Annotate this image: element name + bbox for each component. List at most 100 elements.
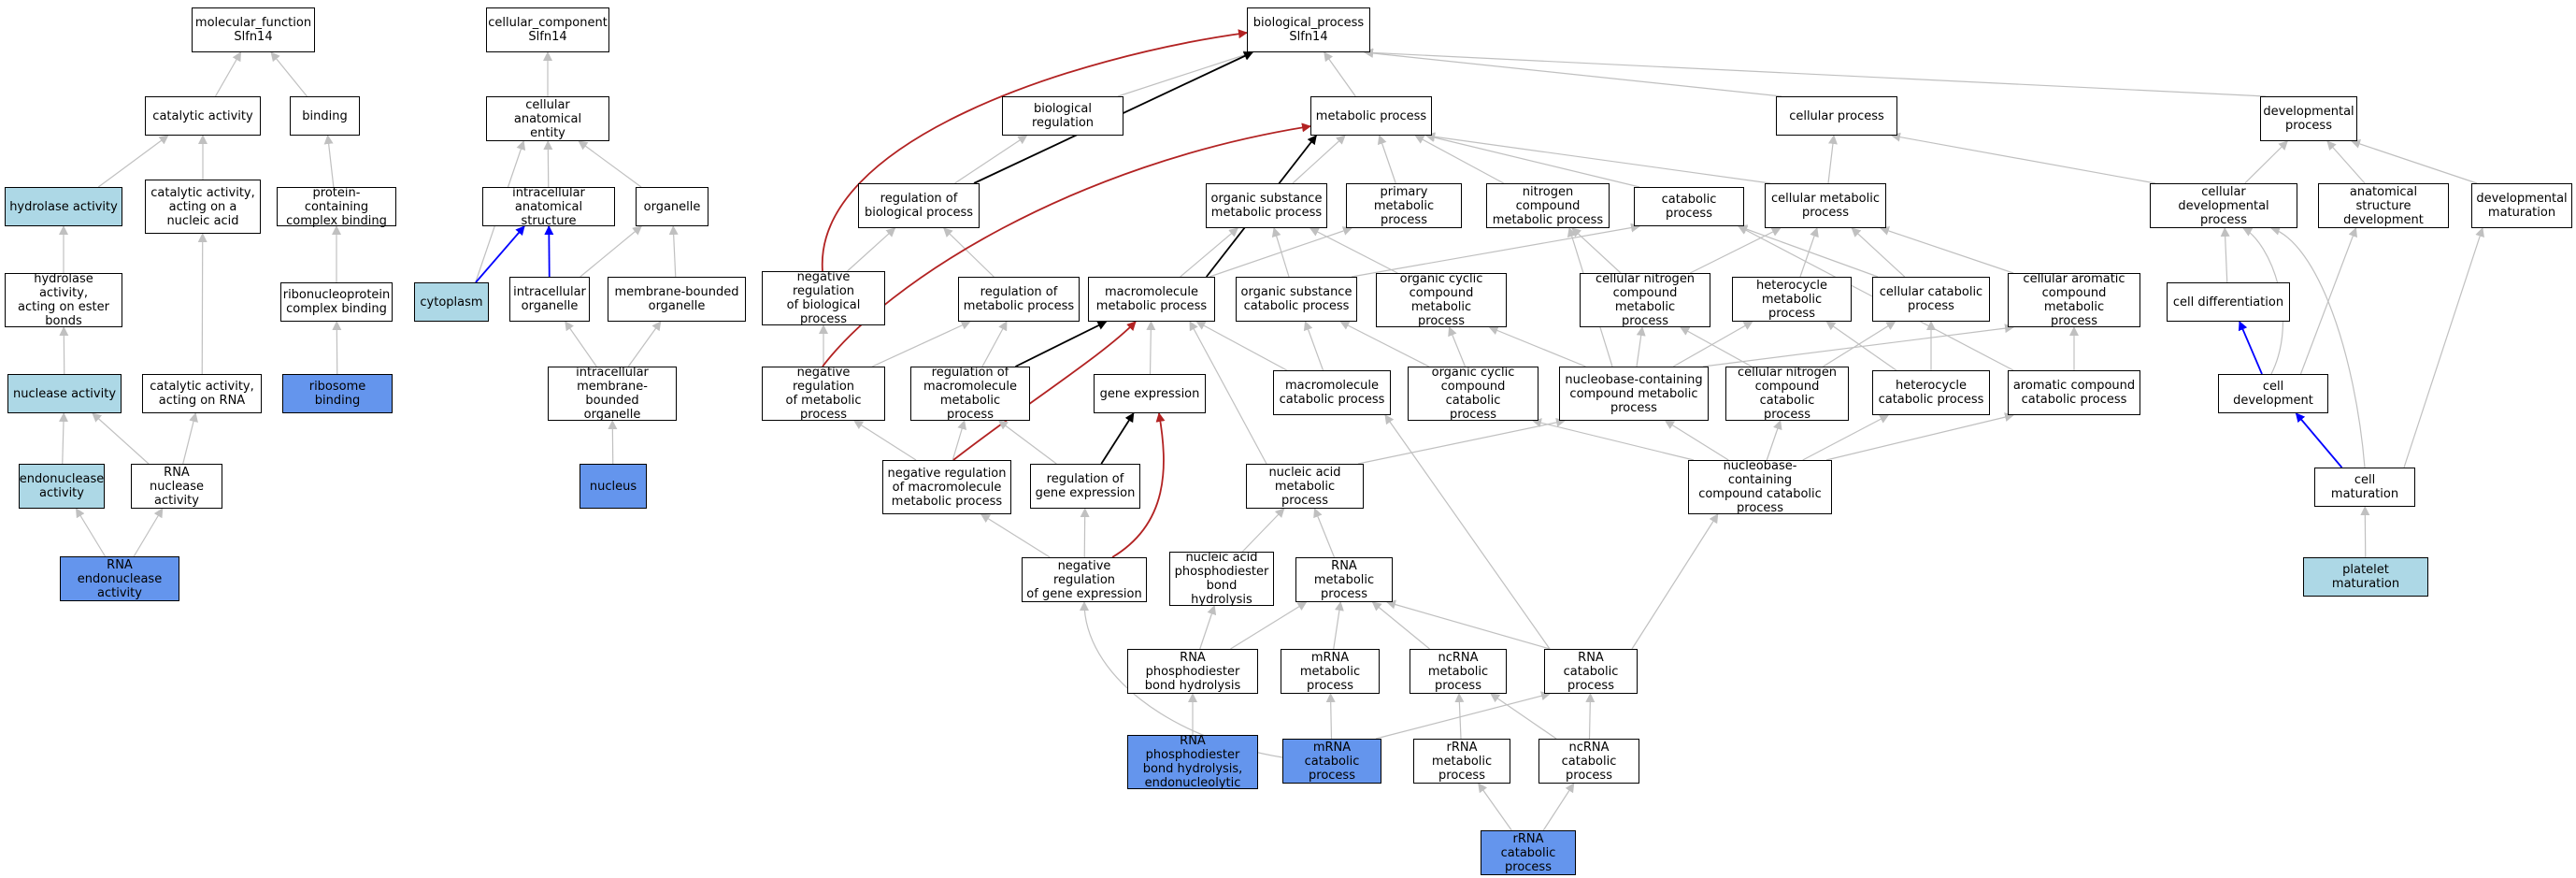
- go-term-arom-met[interactable]: cellular aromatic compound metabolic pro…: [2008, 272, 2140, 328]
- go-term-intracell-org[interactable]: intracellular organelle: [509, 277, 590, 322]
- edge-rna-phospho-to-na-phospho: [1199, 605, 1217, 650]
- go-term-na-phospho[interactable]: nucleic acid phosphodiester bond hydroly…: [1169, 551, 1274, 607]
- go-term-macro-met[interactable]: macromolecule metabolic process: [1088, 277, 1215, 322]
- go-term-cytoplasm[interactable]: cytoplasm: [414, 282, 489, 322]
- go-term-ribosome-binding[interactable]: ribosome binding: [282, 374, 393, 413]
- edge-macro-met-to-primary-met: [1209, 226, 1352, 278]
- edge-macro-cat-to-organic-cat: [1303, 321, 1324, 371]
- go-term-organelle[interactable]: organelle: [636, 187, 708, 226]
- edge-cat-rna-to-cat-nucleic: [197, 233, 208, 375]
- go-term-nucleobase-met[interactable]: nucleobase-containing compound metabolic…: [1559, 367, 1709, 421]
- edge-primary-met-to-metabolic: [1377, 135, 1396, 184]
- go-term-nucleic-met[interactable]: nucleic acid metabolic process: [1246, 464, 1364, 509]
- edge-hydrolase-to-catalytic: [97, 135, 169, 188]
- go-term-reg-gene[interactable]: regulation of gene expression: [1030, 464, 1140, 509]
- go-term-ncrna-met[interactable]: ncRNA metabolic process: [1410, 649, 1507, 694]
- edge-cell-mat-to-dev-mat: [2403, 227, 2484, 468]
- go-term-cell-cat[interactable]: cellular catabolic process: [1872, 277, 1990, 322]
- go-term-hetero-met[interactable]: heterocycle metabolic process: [1732, 277, 1852, 322]
- edge-neg-reg-met-to-metabolic: [822, 122, 1311, 367]
- edge-hetero-cat-to-hetero-met: [1825, 321, 1897, 371]
- go-term-nitrogen-met[interactable]: nitrogen compound metabolic process: [1486, 183, 1610, 228]
- go-term-cyclic-met[interactable]: organic cyclic compound metabolic proces…: [1376, 272, 1507, 328]
- go-term-hetero-cat[interactable]: heterocycle catabolic process: [1872, 370, 1990, 415]
- go-term-mf-root[interactable]: molecular_function Slfn14: [192, 7, 315, 52]
- go-term-mrna-met[interactable]: mRNA metabolic process: [1281, 649, 1380, 694]
- go-term-cat-nucleic[interactable]: catalytic activity, acting on a nucleic …: [145, 180, 261, 234]
- edge-cell-nitrogen-met-to-nitrogen-met: [1571, 227, 1622, 274]
- edge-cyclic-met-to-organic-sub: [1309, 227, 1398, 274]
- go-term-gene-expr[interactable]: gene expression: [1094, 374, 1206, 413]
- edge-neg-reg-macro-to-macro-met: [952, 321, 1137, 461]
- go-term-cell-nitrogen-met[interactable]: cellular nitrogen compound metabolic pro…: [1580, 272, 1710, 328]
- go-term-cell-anat[interactable]: cellular anatomical entity: [486, 96, 609, 141]
- edge-nitrogen-met-to-metabolic: [1414, 135, 1505, 184]
- go-term-reg-bio[interactable]: regulation of biological process: [858, 183, 980, 228]
- go-term-protein-complex[interactable]: protein-containing complex binding: [277, 186, 396, 228]
- go-term-rna-phospho-endo[interactable]: RNA phosphodiester bond hydrolysis, endo…: [1127, 734, 1258, 790]
- go-term-cell-met[interactable]: cellular metabolic process: [1765, 183, 1886, 228]
- go-term-rna-met[interactable]: RNA metabolic process: [1295, 557, 1393, 602]
- edge-cell-cat-to-cell-met: [1851, 227, 1906, 278]
- edge-cell-met-to-cellular-proc: [1827, 135, 1838, 184]
- edge-rna-cat-to-macro-cat: [1384, 414, 1551, 650]
- edge-rna-cat-to-rna-met: [1386, 599, 1551, 650]
- go-term-hydrolase-ester[interactable]: hydrolase activity, acting on ester bond…: [5, 272, 122, 328]
- go-term-bio-reg[interactable]: biological regulation: [1002, 96, 1123, 136]
- go-term-cell-nitrogen-cat[interactable]: cellular nitrogen compound catabolic pro…: [1725, 366, 1849, 422]
- go-term-macro-cat[interactable]: macromolecule catabolic process: [1273, 370, 1391, 415]
- go-term-organic-sub[interactable]: organic substance metabolic process: [1206, 183, 1327, 228]
- edge-cell-mat-to-cell-dev-proc: [2270, 226, 2366, 468]
- go-term-neg-reg-met[interactable]: negative regulation of metabolic process: [762, 366, 885, 422]
- go-term-cell-mat[interactable]: cell maturation: [2314, 468, 2415, 507]
- go-term-cell-dev[interactable]: cell development: [2218, 374, 2328, 413]
- go-term-catalytic[interactable]: catalytic activity: [145, 96, 261, 136]
- go-term-neg-reg-bio[interactable]: negative regulation of biological proces…: [762, 270, 885, 326]
- go-term-rna-phospho[interactable]: RNA phosphodiester bond hydrolysis: [1127, 649, 1258, 694]
- go-term-cc-root[interactable]: cellular_component Slfn14: [486, 7, 609, 52]
- edge-neg-reg-bio-to-bp-root: [822, 29, 1248, 272]
- go-term-neg-reg-macro[interactable]: negative regulation of macromolecule met…: [882, 460, 1011, 514]
- edge-cell-diff-to-cell-dev-proc: [2220, 227, 2230, 283]
- go-term-cat-rna[interactable]: catalytic activity, acting on RNA: [142, 374, 262, 413]
- go-term-intracell-mem-org[interactable]: intracellular membrane-bounded organelle: [548, 366, 677, 422]
- go-term-anat-dev[interactable]: anatomical structure development: [2318, 183, 2449, 228]
- go-term-dev-mat[interactable]: developmental maturation: [2471, 183, 2572, 228]
- go-term-catabolic[interactable]: catabolic process: [1634, 187, 1744, 226]
- go-term-platelet-mat[interactable]: platelet maturation: [2303, 557, 2428, 597]
- edge-reg-met-to-reg-bio: [943, 227, 995, 278]
- go-term-reg-met[interactable]: regulation of metabolic process: [958, 277, 1080, 322]
- go-term-rrna-cat[interactable]: rRNA catabolic process: [1481, 830, 1576, 875]
- go-term-bp-root[interactable]: biological_process Slfn14: [1247, 7, 1370, 52]
- go-term-nucleus[interactable]: nucleus: [580, 464, 647, 509]
- go-term-hydrolase[interactable]: hydrolase activity: [5, 187, 122, 226]
- go-term-rna-cat[interactable]: RNA catabolic process: [1544, 649, 1638, 694]
- go-term-primary-met[interactable]: primary metabolic process: [1346, 183, 1462, 228]
- go-term-reg-macro[interactable]: regulation of macromolecule metabolic pr…: [910, 366, 1030, 422]
- go-term-rrna-met[interactable]: rRNA metabolic process: [1413, 739, 1510, 784]
- edge-neg-reg-met-to-reg-met: [871, 321, 971, 367]
- go-term-cyclic-cat[interactable]: organic cyclic compound catabolic proces…: [1408, 366, 1538, 422]
- go-term-cell-dev-proc[interactable]: cellular developmental process: [2150, 183, 2297, 228]
- go-term-mrna-cat[interactable]: mRNA catabolic process: [1282, 739, 1381, 784]
- go-term-arom-cat[interactable]: aromatic compound catabolic process: [2008, 370, 2140, 415]
- go-term-nuclease[interactable]: nuclease activity: [7, 374, 122, 413]
- go-term-rna-nuclease[interactable]: RNA nuclease activity: [131, 464, 222, 509]
- go-term-cellular-proc[interactable]: cellular process: [1776, 96, 1897, 136]
- go-term-endonuclease[interactable]: endonuclease activity: [19, 464, 105, 509]
- go-term-dev-proc[interactable]: developmental process: [2260, 96, 2357, 141]
- go-term-ribonucleoprotein[interactable]: ribonucleoprotein complex binding: [280, 282, 393, 322]
- go-term-ncrna-cat[interactable]: ncRNA catabolic process: [1538, 739, 1639, 784]
- go-term-organic-cat[interactable]: organic substance catabolic process: [1236, 277, 1357, 322]
- go-term-rna-endonuclease[interactable]: RNA endonuclease activity: [60, 556, 179, 601]
- edge-nucleobase-met-to-cyclic-met: [1488, 325, 1586, 367]
- go-term-cell-diff[interactable]: cell differentiation: [2167, 282, 2290, 322]
- go-term-membrane-org[interactable]: membrane-bounded organelle: [608, 277, 746, 322]
- go-term-neg-reg-gene[interactable]: negative regulation of gene expression: [1022, 557, 1147, 602]
- go-term-nucleobase-cat[interactable]: nucleobase-containing compound catabolic…: [1688, 459, 1832, 515]
- go-term-metabolic[interactable]: metabolic process: [1310, 96, 1432, 136]
- edge-membrane-org-to-organelle: [668, 225, 679, 278]
- go-term-intracell-anat[interactable]: intracellular anatomical structure: [482, 186, 615, 228]
- go-term-binding[interactable]: binding: [290, 96, 360, 136]
